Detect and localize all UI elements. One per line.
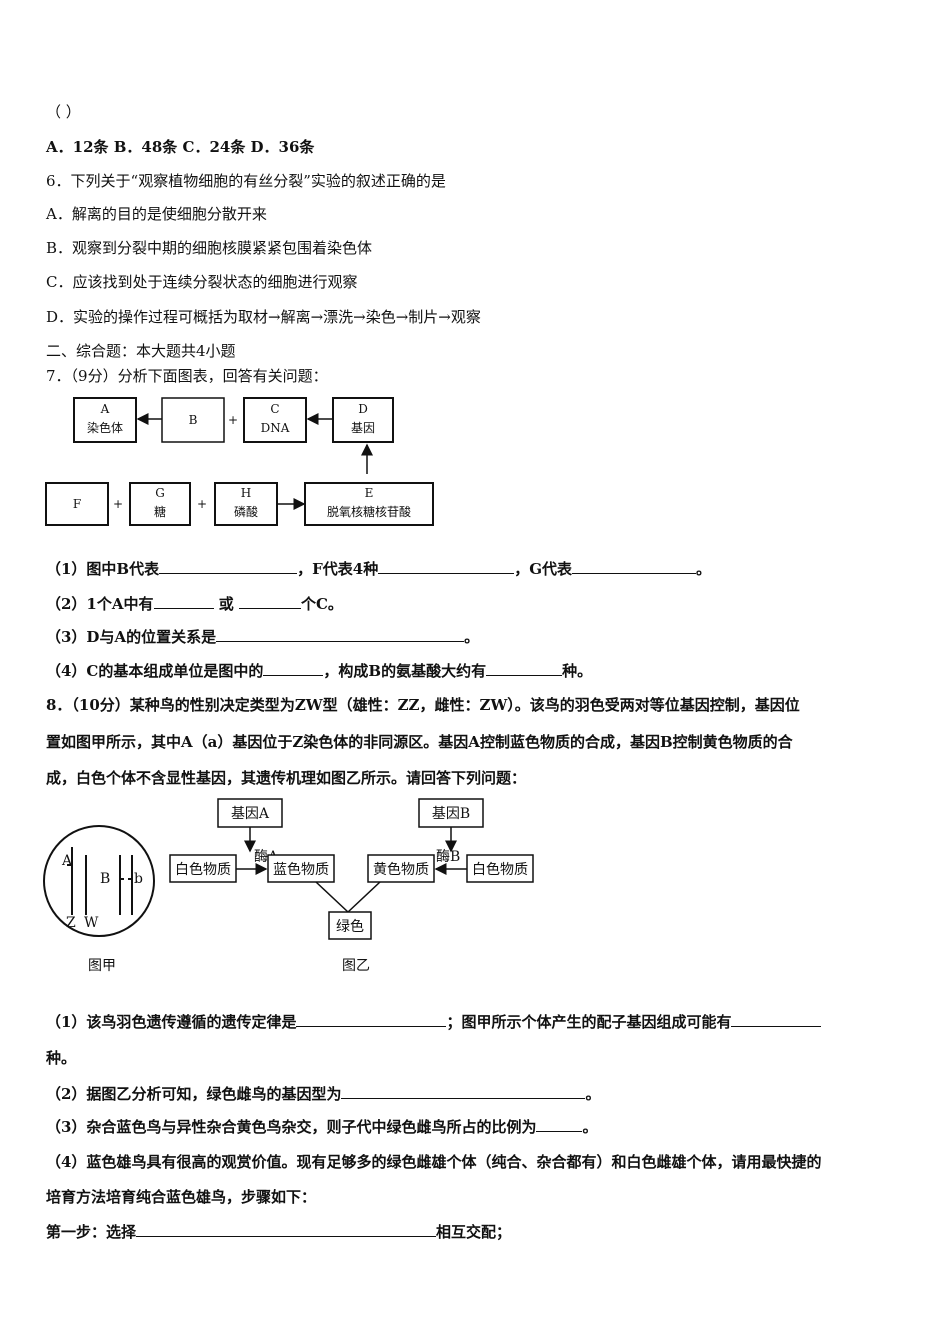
box-e-letter: E [365,486,374,500]
diagram-gene-structure: A 染色体 B + C DNA D 基因 F + G 糖 + H 磷酸 E 脱氧… [45,397,434,526]
q5-options: A．12条 B．48条 C．24条 D．36条 [46,138,315,156]
box-g-letter: G [155,486,165,500]
box-a-name: 染色体 [87,420,123,435]
label-b-upper: B [100,871,110,887]
box-gene-a [217,798,283,828]
green-text: 绿色 [336,918,364,935]
blank-q8-step1[interactable] [136,1221,437,1237]
q6-option-a: A．解离的目的是使细胞分散开来 [46,205,267,223]
q6-option-c: C．应该找到处于连续分裂状态的细胞进行观察 [46,273,358,291]
box-c [243,397,307,443]
label-a: A [61,853,73,869]
box-gene-b [418,798,484,828]
box-d [332,397,394,443]
blank-q7-1b[interactable] [378,558,515,574]
q8-step1: 第一步：选择相互交配； [46,1221,512,1241]
box-d-letter: D [358,402,368,416]
label-w: W [84,915,99,931]
q8-sub4-cont: 培育方法培育纯合蓝色雄鸟，步骤如下： [46,1188,317,1206]
q8-sub4: （4）蓝色雄鸟具有很高的观赏价值。现有足够多的绿色雌雄个体（纯合、杂合都有）和白… [46,1153,822,1171]
diagram-bird-color: A B b Z W 图甲 基因A 基因B 酶A 酶B 白色物质 蓝色物质 黄色物… [43,798,534,974]
box-h-letter: H [241,486,251,500]
label-z: Z [66,915,76,931]
white-right-text: 白色物质 [472,861,528,878]
box-d-name: 基因 [351,421,375,435]
blank-q8-2[interactable] [341,1083,586,1099]
blank-q7-2b[interactable] [238,593,301,609]
plus-3: + [197,497,207,511]
q8-stem-line2: 置如图甲所示，其中A（a）基因位于Z染色体的非同源区。基因A控制蓝色物质的合成，… [46,733,793,751]
q7-sub1: （1）图中B代表，F代表4种，G代表。 [46,558,712,578]
caption-yi: 图乙 [342,958,370,974]
blank-q8-1b[interactable] [731,1011,822,1027]
q7-sub3: （3）D与A的位置关系是。 [46,626,480,646]
answer-paren: （ ） [46,103,81,121]
blank-q8-3[interactable] [536,1116,583,1132]
q7-stem: 7．（9分）分析下面图表，回答有关问题： [46,367,328,385]
blank-q7-2a[interactable] [153,593,214,609]
q8-stem-line3: 成，白色个体不含显性基因，其遗传机理如图乙所示。请回答下列问题： [46,769,527,787]
blank-q7-3[interactable] [216,626,465,642]
q6-option-d: D．实验的操作过程可概括为取材→解离→漂洗→染色→制片→观察 [46,308,481,326]
box-g-name: 糖 [154,504,166,519]
section-heading: 二、综合题：本大题共4小题 [46,342,236,360]
white-left-text: 白色物质 [175,861,231,878]
q6-stem: 6．下列关于“观察植物细胞的有丝分裂”实验的叙述正确的是 [46,172,446,190]
q6-option-b: B．观察到分裂中期的细胞核膜紧紧包围着染色体 [46,239,373,257]
box-white-left [169,854,237,883]
box-f [45,482,109,526]
q8-sub2: （2）据图乙分析可知，绿色雌鸟的基因型为。 [46,1083,601,1103]
box-e-name: 脱氧核糖核苷酸 [327,504,411,519]
gene-a-text: 基因A [231,805,270,822]
blue-text: 蓝色物质 [273,861,329,878]
box-c-name: DNA [261,421,290,435]
box-yellow [367,854,435,883]
blank-q7-4a[interactable] [263,660,324,676]
caption-jia: 图甲 [88,958,116,974]
box-c-letter: C [270,402,279,416]
blank-q7-1a[interactable] [159,558,298,574]
q8-stem-line1: 8．（10分）某种鸟的性别决定类型为ZW型（雄性：ZZ，雌性：ZW）。该鸟的羽色… [46,696,800,714]
box-green [328,911,372,940]
box-h-name: 磷酸 [234,504,258,519]
plus-2: + [113,497,123,511]
gene-b-text: 基因B [432,805,470,822]
box-b-letter: B [189,413,198,427]
q7-sub4: （4）C的基本组成单位是图中的，构成B的氨基酸大约有种。 [46,660,593,680]
plus-1: + [228,413,238,427]
q8-sub1: （1）该鸟羽色遗传遵循的遗传定律是；图甲所示个体产生的配子基因组成可能有 [46,1011,822,1032]
enzyme-b: 酶B [436,849,460,865]
blank-q8-1a[interactable] [296,1011,447,1027]
q8-sub3: （3）杂合蓝色鸟与异性杂合黄色鸟杂交，则子代中绿色雌鸟所占的比例为。 [46,1116,598,1136]
blank-q7-4b[interactable] [486,660,563,676]
merge-lines [315,881,381,914]
box-g [129,482,191,526]
blank-q7-1c[interactable] [572,558,697,574]
box-a [73,397,137,443]
box-b [161,397,225,443]
label-b-lower: b [134,871,143,887]
box-blue [267,854,335,883]
box-e [304,482,434,526]
q8-sub1-cont: 种。 [46,1049,77,1067]
yellow-text: 黄色物质 [373,861,429,878]
box-a-letter: A [100,402,110,416]
box-f-letter: F [73,497,81,511]
q7-sub2: （2）1个A中有 或 个C。 [46,593,343,613]
